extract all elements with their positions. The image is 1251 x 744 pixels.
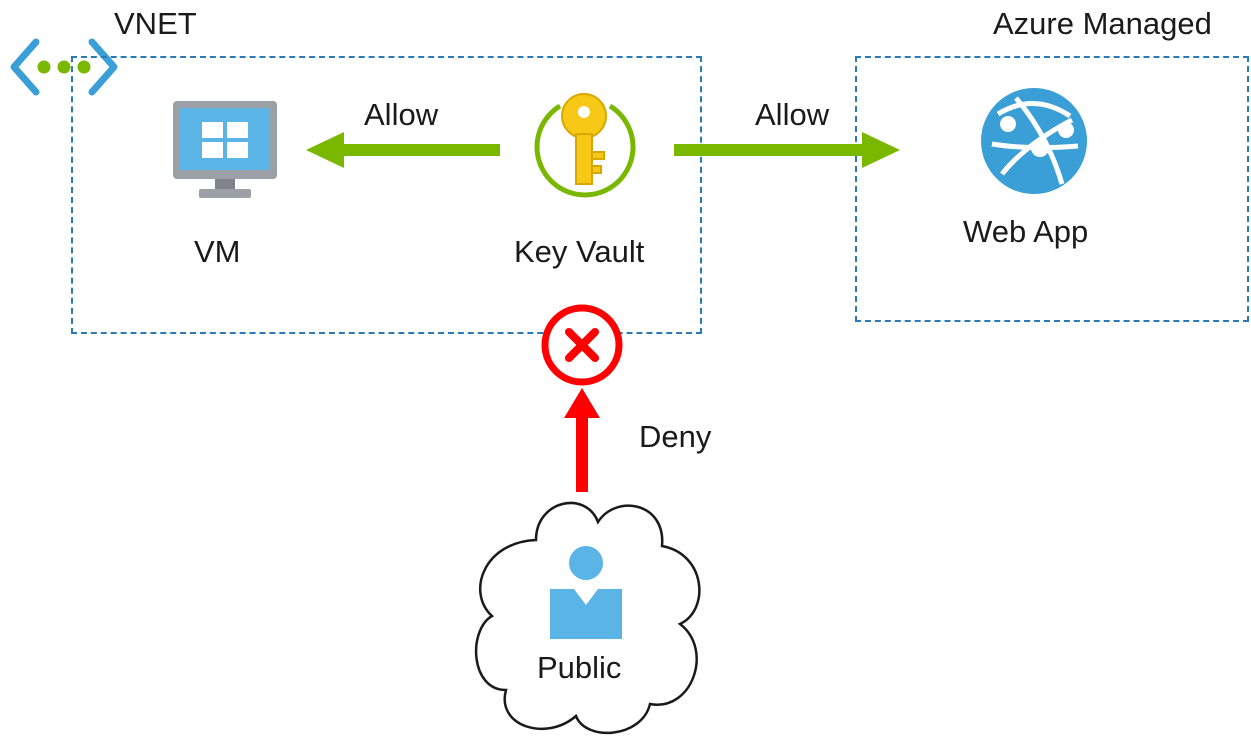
windows-vm-icon — [172, 100, 278, 200]
vnet-label: VNET — [114, 6, 197, 41]
vm-label: VM — [194, 234, 241, 269]
deny-label: Deny — [639, 419, 712, 454]
public-label: Public — [537, 650, 622, 685]
key-vault-icon — [530, 90, 638, 198]
user-icon — [548, 545, 624, 639]
allow-arrow-to-vm — [306, 130, 500, 170]
vnet-icon — [8, 38, 120, 96]
azure-managed-label: Azure Managed — [993, 6, 1212, 41]
web-app-globe-icon — [978, 86, 1090, 196]
allow-label-to-vm: Allow — [364, 97, 439, 132]
deny-arrow — [562, 388, 602, 492]
deny-block-icon — [540, 303, 624, 387]
allow-label-to-web-app: Allow — [755, 97, 830, 132]
vnet-boundary — [71, 56, 702, 334]
azure-managed-boundary — [855, 56, 1249, 322]
allow-arrow-to-web-app — [674, 130, 900, 170]
web-app-label: Web App — [963, 214, 1089, 249]
key-vault-label: Key Vault — [514, 234, 645, 269]
